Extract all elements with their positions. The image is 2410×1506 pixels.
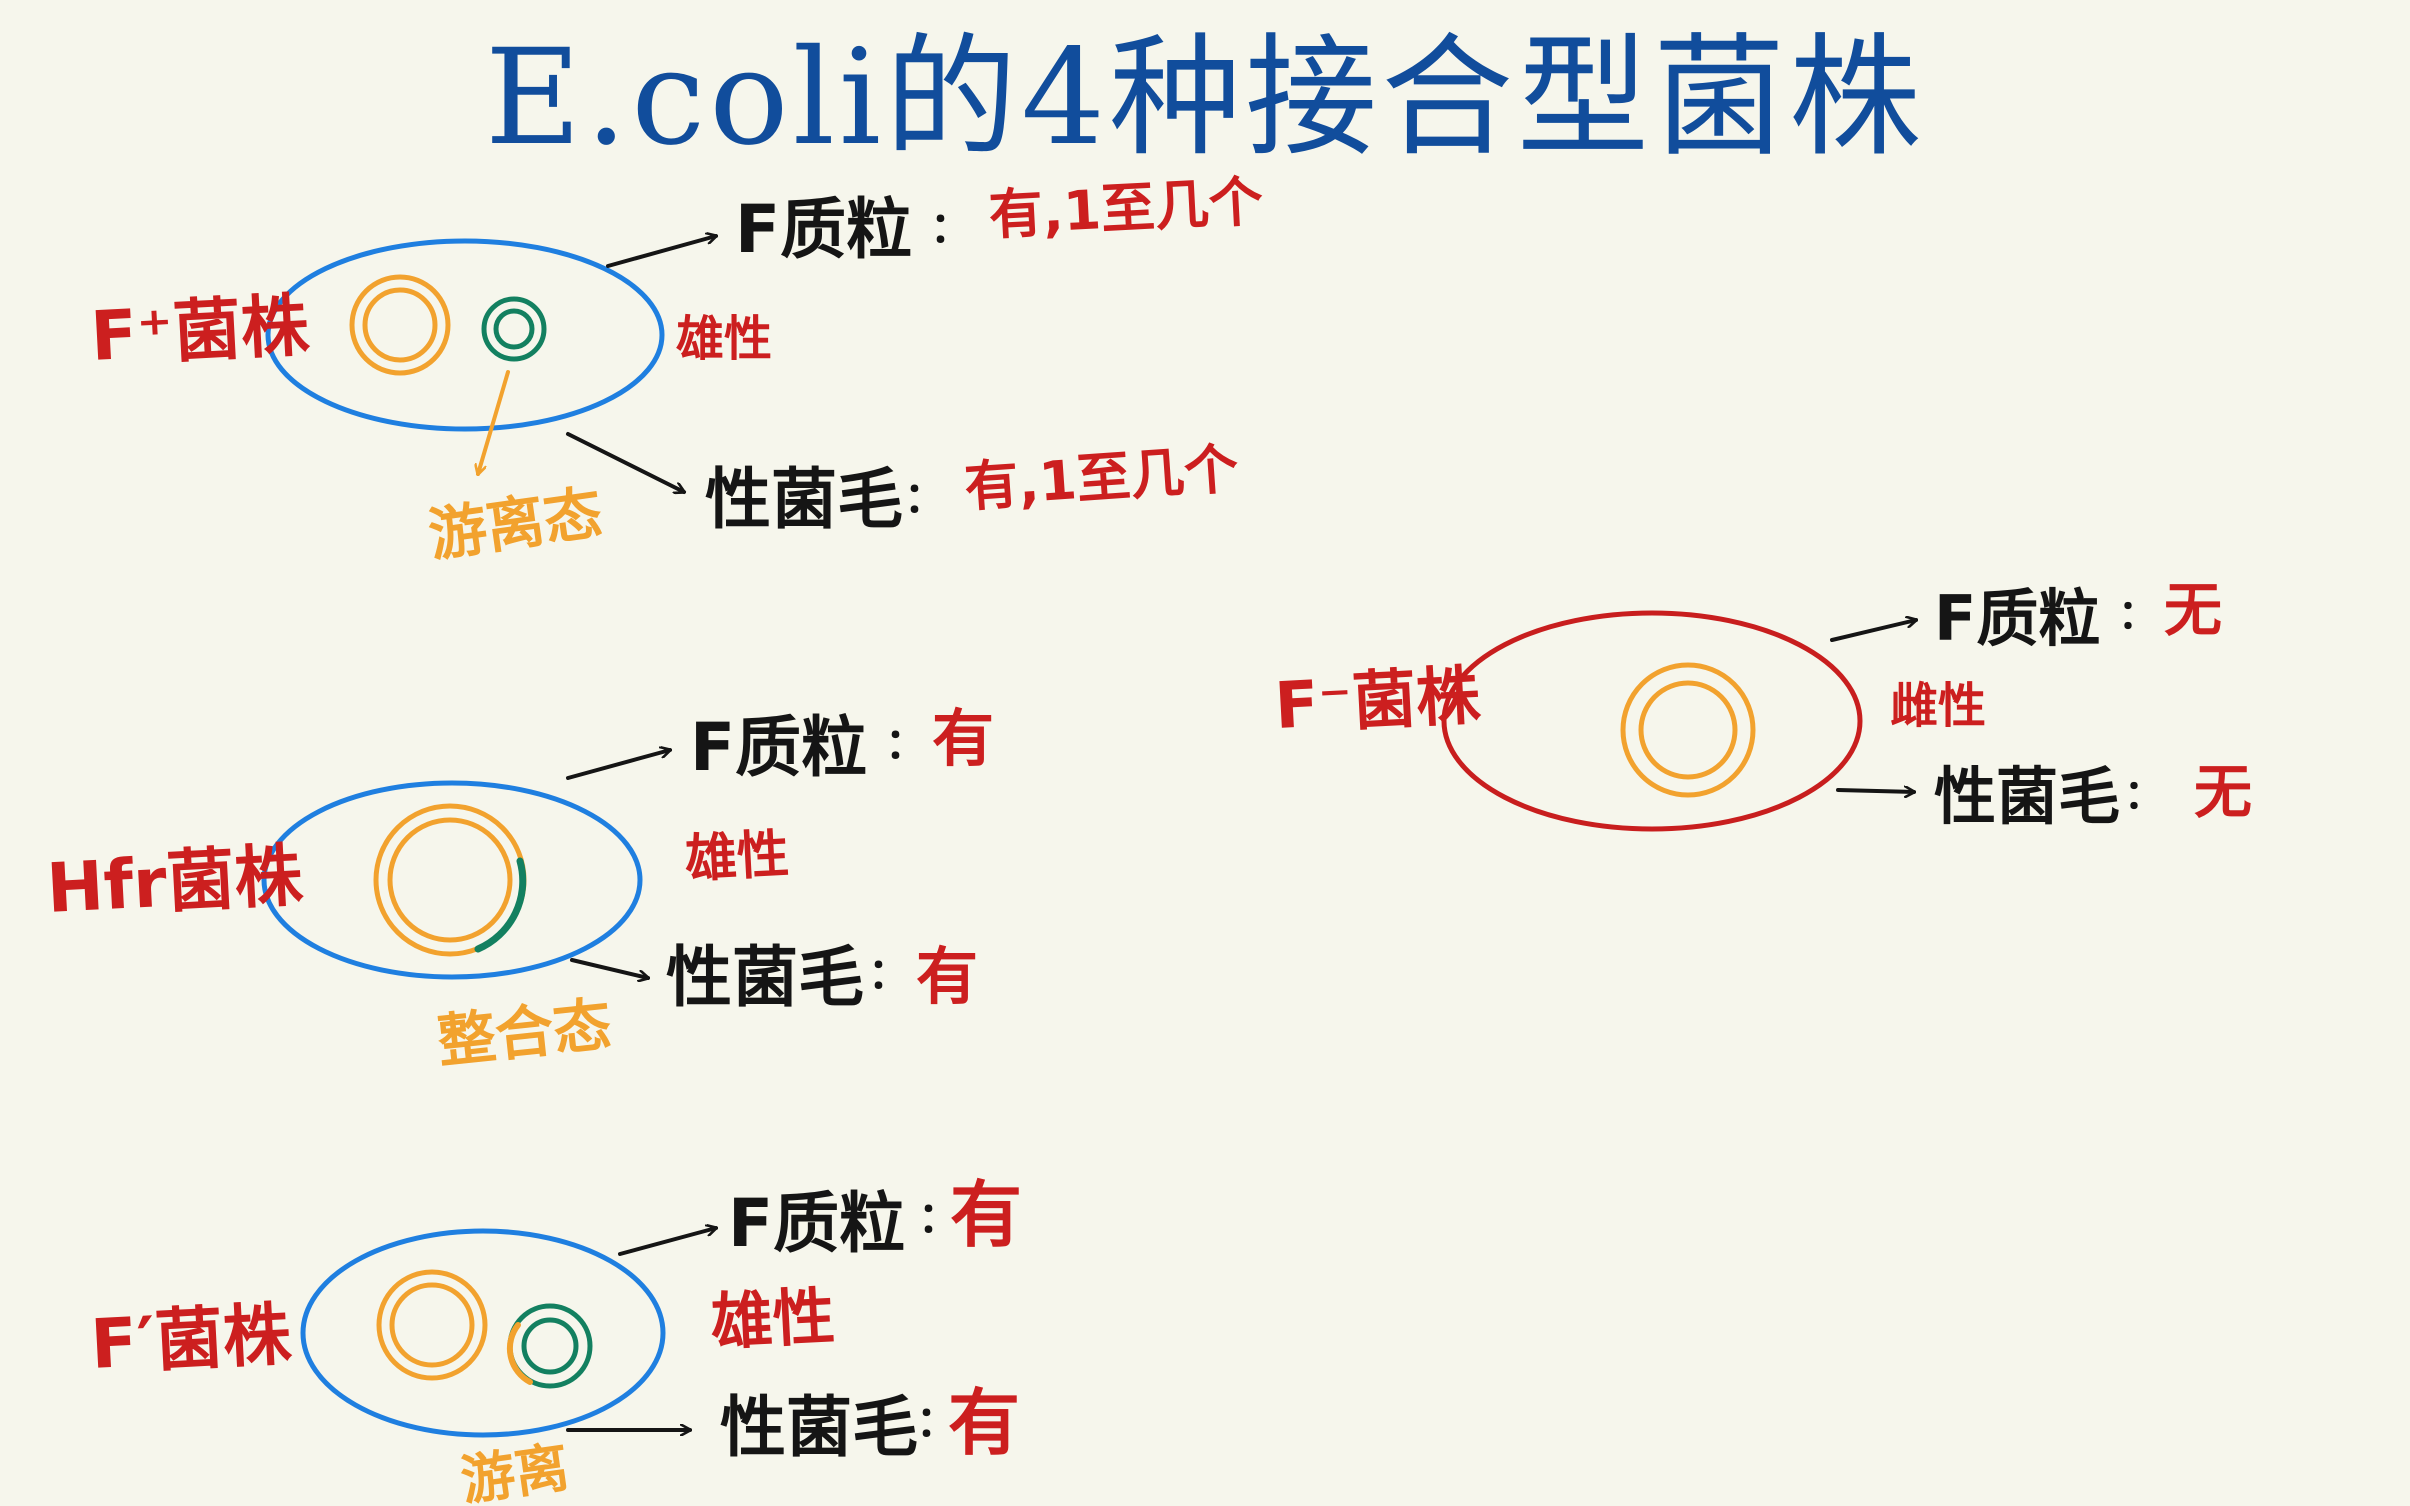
f-plasmid-arrow xyxy=(618,1228,716,1256)
f-plasmid-value: 有 xyxy=(950,1173,1022,1257)
pili-label: 性菌毛 xyxy=(666,939,864,1016)
strain-name: Hfr菌株 xyxy=(45,837,306,929)
strain-f-minus: F⁻菌株 雌性 F质粒 ： 无 性菌毛 ： 无 xyxy=(1273,576,2252,833)
chromosome-ring xyxy=(376,1269,488,1381)
chromosome-ring xyxy=(349,274,451,376)
cell-membrane xyxy=(261,780,643,980)
f-plasmid-value: 无 xyxy=(2164,576,2222,644)
f-plasmid-ring xyxy=(481,296,547,362)
f-plasmid-value: 有 xyxy=(932,702,994,775)
strain-f-plus: F⁺菌株 雄性 F质粒 ： 有,1至几个 性菌毛 ： 有,1至几个 游离态 xyxy=(89,170,1265,570)
f-plasmid-arrow xyxy=(606,236,716,268)
pili-arrow xyxy=(570,958,648,978)
separator: ： xyxy=(904,473,946,522)
plasmid-state-label: 游离 xyxy=(457,1435,573,1506)
strain-name: F⁻菌株 xyxy=(1273,659,1483,744)
strain-name: F′菌株 xyxy=(89,1296,294,1385)
strain-f-prime: F′菌株 雄性 F质粒 ： 有 性菌毛 ： 有 游离 xyxy=(89,1173,1022,1506)
cell-membrane xyxy=(300,1228,666,1438)
f-plasmid-label: F质粒 xyxy=(690,709,867,786)
cell-membrane xyxy=(1441,610,1863,832)
f-plasmid-label: F质粒 xyxy=(735,191,912,268)
pili-label: 性菌毛 xyxy=(705,461,903,538)
separator: ： xyxy=(916,1397,958,1446)
sex-label: 雌性 xyxy=(1890,678,1986,734)
pili-value: 无 xyxy=(2194,758,2252,826)
f-plasmid-arrow xyxy=(1830,620,1916,642)
strain-name: F⁺菌株 xyxy=(89,287,312,377)
separator: ： xyxy=(930,203,972,252)
cell-membrane xyxy=(265,238,665,432)
f-plasmid-label: F质粒 xyxy=(1934,582,2100,655)
f-prime-plasmid-ring xyxy=(506,1303,593,1389)
pili-value: 有,1至几个 xyxy=(963,437,1241,519)
f-plasmid-value: 有,1至几个 xyxy=(987,170,1264,247)
separator: ： xyxy=(885,719,927,768)
chromosome-ring xyxy=(1620,662,1756,798)
separator: ： xyxy=(2118,592,2158,638)
f-plasmid-arrow xyxy=(566,750,670,780)
integrated-f-plasmid xyxy=(474,857,527,953)
f-plasmid-label: F质粒 xyxy=(728,1185,905,1262)
pili-label: 性菌毛 xyxy=(1934,760,2120,833)
sex-label: 雄性 xyxy=(676,311,772,367)
separator: ： xyxy=(918,1193,960,1242)
separator: ： xyxy=(2124,772,2164,818)
separator: ： xyxy=(868,949,910,998)
pili-value: 有 xyxy=(948,1381,1020,1465)
sex-label: 雄性 xyxy=(709,1280,837,1359)
plasmid-state-label: 整合态 xyxy=(434,990,614,1076)
page-title: E.coli的4种接合型菌株 xyxy=(484,21,1926,175)
pili-arrow xyxy=(1836,790,1914,792)
pili-value: 有 xyxy=(916,940,978,1013)
pili-arrow xyxy=(566,432,684,492)
strain-hfr: Hfr菌株 雄性 F质粒 ： 有 性菌毛 ： 有 整合态 xyxy=(45,702,994,1076)
plasmid-state-arrow xyxy=(478,370,510,474)
sex-label: 雄性 xyxy=(684,825,791,890)
pili-label: 性菌毛 xyxy=(720,1389,918,1466)
plasmid-state-label: 游离态 xyxy=(424,478,606,570)
